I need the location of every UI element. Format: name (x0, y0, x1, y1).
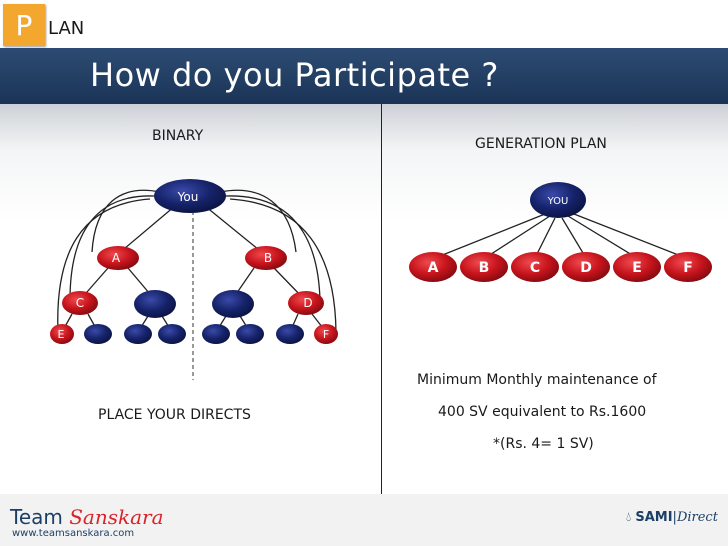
binary-node-c-label: C (76, 296, 84, 310)
binary-node-f (314, 324, 338, 344)
generation-child-e-label: E (632, 260, 642, 276)
binary-node-b-label: B (264, 251, 272, 265)
generation-note-line3: *(Rs. 4= 1 SV) (493, 436, 594, 452)
generation-child-b (460, 252, 508, 282)
footer-brand: Team Sanskara (10, 505, 164, 529)
footer-logo-suffix: Direct (676, 510, 718, 525)
generation-child-c (511, 252, 559, 282)
generation-child-c-label: C (530, 260, 540, 276)
footer-brand-prefix: Team (10, 505, 70, 529)
binary-node-b (245, 246, 287, 270)
content-area (0, 104, 728, 494)
binary-leaf-1 (84, 324, 112, 344)
generation-child-a (409, 252, 457, 282)
binary-node-navy-1 (134, 290, 176, 318)
footer-brand-suffix: Sanskara (69, 505, 164, 529)
generation-root-label: YOU (547, 196, 569, 207)
slide-title: How do you Participate ? (90, 56, 499, 94)
title-banner (0, 48, 728, 104)
binary-tree: You A B C D E F (50, 179, 338, 380)
generation-note-line1: Minimum Monthly maintenance of (417, 372, 657, 388)
binary-root-node (154, 179, 226, 213)
binary-leaf-2 (124, 324, 152, 344)
plan-suffix: LAN (48, 18, 85, 39)
generation-child-e (613, 252, 661, 282)
generation-child-f (664, 252, 712, 282)
binary-leaf-4 (202, 324, 230, 344)
binary-node-a (97, 246, 139, 270)
binary-caption: PLACE YOUR DIRECTS (98, 407, 251, 423)
plan-letter: P (15, 8, 33, 42)
footer-url: www.teamsanskara.com (12, 528, 135, 539)
generation-child-f-label: F (683, 260, 693, 276)
generation-child-d (562, 252, 610, 282)
binary-heading: BINARY (152, 128, 204, 144)
binary-node-e (50, 324, 74, 344)
binary-leaf-3 (158, 324, 186, 344)
generation-child-d-label: D (580, 260, 592, 276)
binary-node-d (288, 291, 324, 315)
binary-node-c (62, 291, 98, 315)
generation-child-a-label: A (428, 260, 439, 276)
footer-bar (0, 494, 728, 546)
plan-letter-box: P (3, 4, 45, 46)
top-bar (0, 0, 728, 48)
plan-diagrams: You A B C D E F YOU A B C (50, 179, 712, 380)
binary-leaf-5 (236, 324, 264, 344)
generation-tree: YOU A B C D E F (409, 182, 712, 282)
drop-icon: 💧︎ (626, 510, 632, 525)
generation-note-line2: 400 SV equivalent to Rs.1600 (438, 404, 647, 420)
binary-node-d-label: D (303, 296, 312, 310)
generation-heading: GENERATION PLAN (475, 136, 607, 152)
generation-child-b-label: B (479, 260, 490, 276)
binary-leaf-6 (276, 324, 304, 344)
binary-root-label: You (177, 190, 199, 204)
footer-logo-prefix: SAMI (635, 510, 673, 525)
generation-root-node (530, 182, 586, 218)
binary-node-e-label: E (58, 328, 65, 341)
binary-node-f-label: F (323, 328, 329, 341)
column-divider (381, 104, 382, 496)
binary-node-a-label: A (112, 251, 121, 265)
binary-node-navy-2 (212, 290, 254, 318)
footer-logo: 💧︎ SAMI|Direct (626, 510, 718, 525)
